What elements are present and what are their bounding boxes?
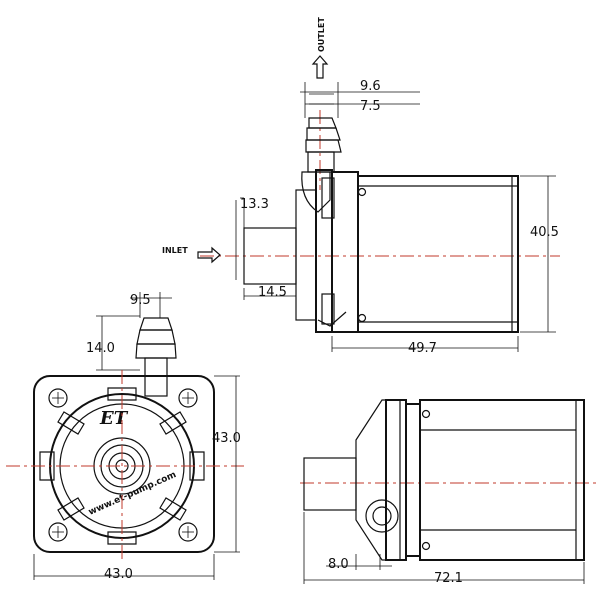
dim-body-length: 49.7 <box>408 341 437 356</box>
dim-front-width: 43.0 <box>104 567 133 582</box>
bottom-motor-body <box>419 399 585 561</box>
side-flange <box>295 169 367 333</box>
bottom-inlet-stub <box>303 457 357 511</box>
brand-logo: ET <box>99 408 129 429</box>
front-plate <box>33 375 215 553</box>
bottom-view: 8.0 72.1 <box>300 399 598 586</box>
inlet-label: INLET <box>162 246 188 255</box>
outlet-label: OUTLET <box>317 17 326 52</box>
bottom-housing <box>355 399 431 561</box>
dim-bottom-inlet: 8.0 <box>328 557 349 572</box>
dim-outlet-inner: 7.5 <box>360 99 381 114</box>
dim-front-height: 43.0 <box>212 431 241 446</box>
dim-front-outlet-height: 14.0 <box>86 341 115 356</box>
outlet-arrow-icon <box>311 55 329 79</box>
dim-front-outlet-width: 9.5 <box>130 293 151 308</box>
screw-bottom-left-icon <box>48 522 68 542</box>
dim-bottom-total: 72.1 <box>434 571 463 586</box>
screw-top-left-icon <box>48 388 68 408</box>
screw-bottom-right-icon <box>178 522 198 542</box>
dim-outlet-outer: 9.6 <box>360 79 381 94</box>
front-view: 9.5 14.0 <box>6 292 244 582</box>
inlet-arrow-icon <box>197 246 221 264</box>
side-view: OUTLET 9.6 7.5 13.3 14.5 <box>162 17 560 356</box>
side-motor-body <box>357 175 519 333</box>
front-outlet-nozzle <box>135 317 177 397</box>
dim-inlet-height: 13.3 <box>240 197 269 212</box>
side-outlet-nozzle <box>301 117 342 213</box>
dim-body-height: 40.5 <box>530 225 559 240</box>
screw-top-right-icon <box>178 388 198 408</box>
bottom-outlet-port <box>365 499 399 533</box>
side-inlet: 13.3 14.5 <box>235 197 297 300</box>
dim-inlet-length: 14.5 <box>258 285 287 300</box>
